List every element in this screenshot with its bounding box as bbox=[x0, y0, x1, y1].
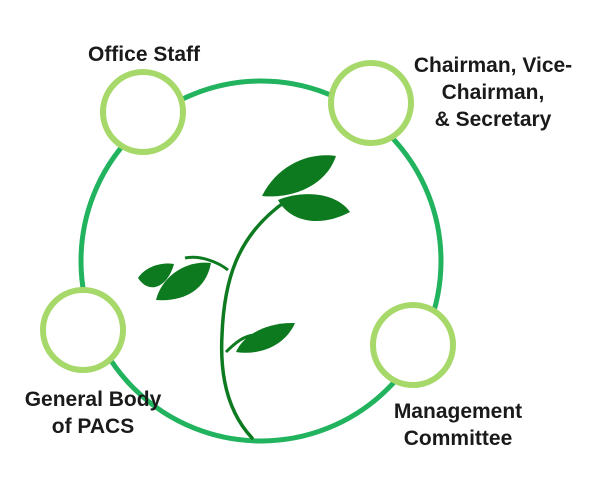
plant-stem-left-branch bbox=[184, 255, 229, 272]
plant-stem bbox=[219, 199, 288, 440]
label-chairman: Chairman, Vice- Chairman, & Secretary bbox=[398, 52, 588, 133]
label-general-body-line-2: of PACS bbox=[51, 415, 135, 438]
label-chairman-line-3: & Secretary bbox=[434, 108, 552, 131]
leaf-left-large bbox=[156, 262, 211, 301]
leaf-bottom bbox=[236, 322, 295, 353]
leaf-left-small bbox=[138, 263, 174, 288]
leaf-top bbox=[262, 155, 336, 197]
node-circle-general-body bbox=[40, 287, 126, 373]
label-office-staff: Office Staff bbox=[64, 41, 224, 68]
leaf-right bbox=[278, 194, 350, 222]
label-general-body-line-1: General Body bbox=[24, 388, 162, 411]
label-management-committee: Management Committee bbox=[368, 398, 548, 452]
node-circle-management-committee bbox=[370, 302, 456, 388]
node-circle-chairman bbox=[328, 60, 414, 146]
label-general-body: General Body of PACS bbox=[8, 386, 178, 440]
node-circle-office-staff bbox=[100, 69, 186, 155]
label-office-staff-line-1: Office Staff bbox=[87, 43, 200, 66]
label-chairman-line-1: Chairman, Vice- bbox=[413, 54, 573, 77]
cycle-ring bbox=[78, 78, 444, 444]
label-management-committee-line-1: Management bbox=[393, 400, 523, 423]
label-management-committee-line-2: Committee bbox=[403, 427, 513, 450]
label-chairman-line-2: Chairman, bbox=[441, 81, 545, 104]
